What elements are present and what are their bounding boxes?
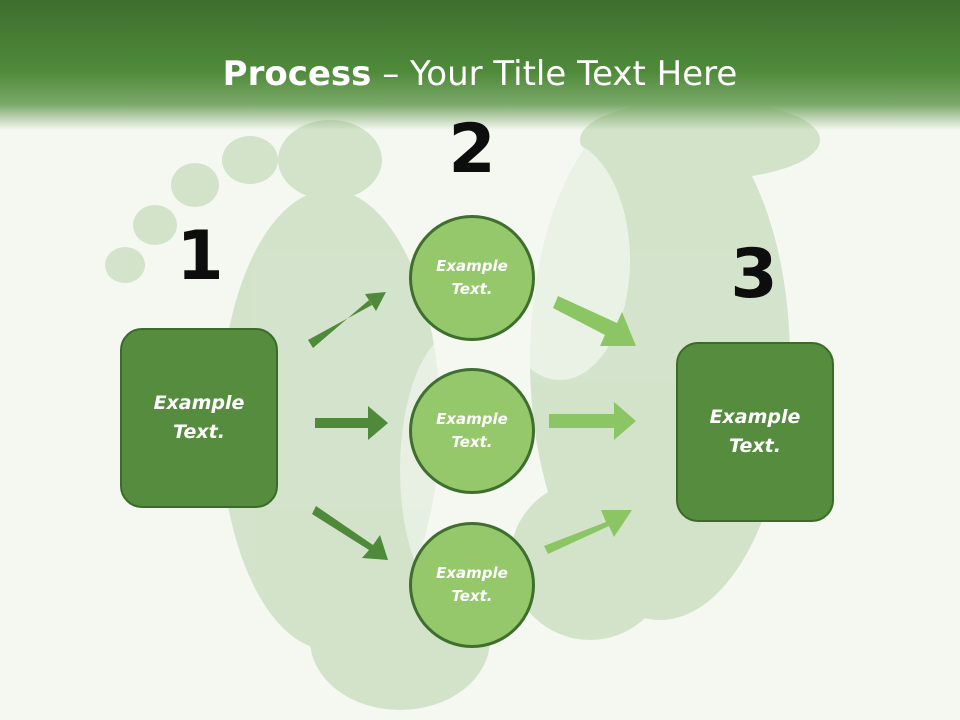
- circle-middle-label: Example Text.: [436, 410, 508, 451]
- start-box-label: Example Text.: [153, 392, 245, 443]
- arrow-bottom-to-right: [544, 510, 632, 554]
- title-rest: Your Title Text Here: [410, 54, 738, 94]
- step-number-3: 3: [730, 235, 778, 314]
- step-number-1: 1: [176, 217, 224, 296]
- start-box: Example Text.: [120, 328, 278, 508]
- title-bar: [0, 0, 960, 130]
- step-number-2: 2: [448, 110, 496, 189]
- circle-top: Example Text.: [409, 215, 535, 341]
- arrow-left-to-top: [308, 292, 386, 348]
- left-footprint-toe: [222, 136, 278, 184]
- slide-title: Process – Your Title Text Here: [0, 52, 960, 96]
- left-footprint-toe: [171, 163, 219, 207]
- end-box: Example Text.: [676, 342, 834, 522]
- title-bold-word: Process: [222, 54, 372, 94]
- arrow-middle-to-right: [549, 402, 636, 440]
- right-footprint-heel: [510, 480, 670, 640]
- left-footprint-toe: [133, 205, 177, 245]
- circle-bottom-label: Example Text.: [436, 564, 508, 605]
- title-dash: –: [371, 54, 411, 94]
- circle-top-label: Example Text.: [436, 257, 508, 298]
- end-box-label: Example Text.: [709, 406, 801, 457]
- left-footprint-toe: [278, 120, 382, 200]
- arrow-left-to-middle: [315, 406, 388, 440]
- arrow-top-to-right: [553, 296, 636, 346]
- circle-bottom: Example Text.: [409, 522, 535, 648]
- arrow-left-to-bottom: [312, 506, 388, 560]
- left-footprint-toe: [105, 247, 145, 283]
- circle-middle: Example Text.: [409, 368, 535, 494]
